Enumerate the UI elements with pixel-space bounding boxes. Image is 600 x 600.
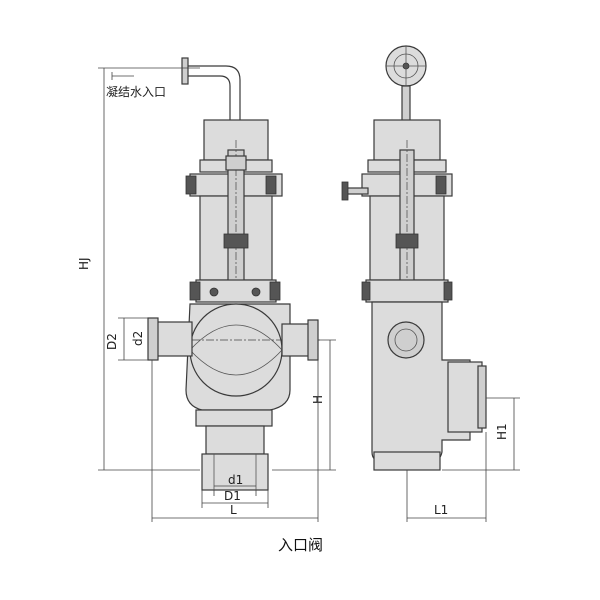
inlet-pipe: [201, 453, 269, 491]
right-outlet-flange: [307, 319, 319, 361]
label-d2: d2: [131, 331, 145, 346]
top-spindle: [401, 85, 411, 125]
side-inlet-boss: [447, 361, 483, 433]
condensate-pipe: [186, 65, 241, 122]
label-L: L: [230, 503, 237, 517]
lower-flange: [195, 279, 277, 303]
bolt-left-upper: [185, 175, 197, 195]
label-L1: L1: [434, 503, 448, 517]
nut-1: [209, 287, 219, 297]
body-globe: [189, 303, 283, 397]
side-port: [387, 321, 425, 359]
front-view: [147, 57, 320, 491]
side-lower-flange: [365, 279, 449, 303]
nut-2: [251, 287, 261, 297]
dimensions: HJ D2 d2 H d1 D1 L H1 L1: [77, 67, 520, 522]
left-outlet: [151, 321, 193, 357]
bolt-right-upper: [265, 175, 277, 195]
bolt-right-lower: [269, 281, 281, 301]
left-outlet-flange: [147, 317, 159, 361]
diagram-caption: 入口阀: [278, 536, 323, 554]
bottom-collar: [195, 409, 273, 427]
bottom-neck: [205, 425, 265, 455]
pipe-flange: [181, 57, 189, 85]
stem-nut: [225, 155, 247, 171]
label-HJ: HJ: [77, 257, 91, 270]
bolt-left-lower: [189, 281, 201, 301]
coupling: [223, 233, 249, 249]
label-D2: D2: [105, 333, 119, 350]
right-outlet: [281, 323, 313, 357]
label-d1: d1: [228, 473, 243, 487]
label-D1: D1: [224, 489, 241, 503]
side-bottom: [373, 451, 441, 471]
label-H1: H1: [495, 423, 509, 440]
side-lever: [345, 187, 369, 195]
label-condensate-inlet: 凝结水入口: [106, 84, 166, 99]
side-view: [341, 45, 487, 471]
